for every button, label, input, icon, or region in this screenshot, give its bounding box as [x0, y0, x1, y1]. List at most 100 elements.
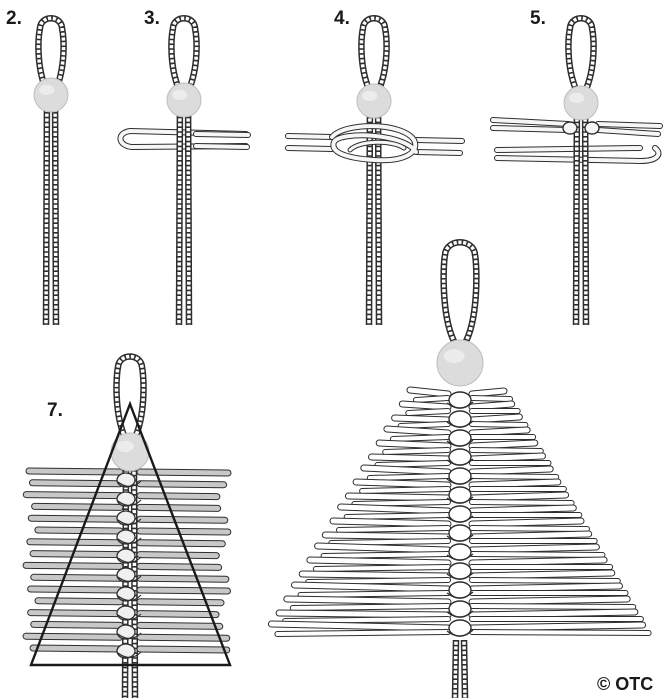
strand-fill — [140, 472, 228, 473]
strand-fill — [196, 146, 247, 147]
figure-step-3 — [120, 18, 248, 325]
strand-fill — [140, 649, 227, 650]
figure-step-4 — [288, 18, 462, 325]
strand-fill — [140, 637, 227, 638]
strand-fill — [285, 619, 448, 621]
strand-fill — [472, 573, 612, 576]
strand-fill — [140, 519, 225, 520]
bead-highlight — [117, 441, 134, 452]
strand-fill — [324, 554, 448, 556]
strand-fill — [316, 567, 448, 569]
strand-fill — [287, 599, 448, 602]
step-label-5: 5. — [530, 9, 546, 28]
strand-fill — [26, 495, 120, 496]
knot-segment — [117, 587, 135, 601]
cord-core — [444, 242, 477, 345]
knot-segment — [117, 606, 135, 620]
strand-fill — [33, 554, 120, 555]
knot-nub — [585, 122, 599, 134]
strand-fill — [140, 484, 224, 485]
strand-fill — [331, 541, 448, 543]
strand-fill — [140, 566, 219, 567]
step-label-4: 4. — [334, 9, 350, 28]
bead — [437, 340, 483, 386]
knot-segment — [117, 549, 135, 563]
knot-segment — [117, 568, 135, 582]
strand-fill — [140, 602, 221, 603]
bead-highlight — [39, 85, 54, 95]
strand-fill — [472, 606, 633, 607]
strand-fill — [472, 469, 550, 472]
strand-fill — [140, 625, 220, 626]
strand-fill — [31, 589, 120, 590]
strand-fill — [140, 555, 216, 556]
strand-fill — [598, 124, 660, 126]
strand-fill — [416, 152, 460, 153]
strand-fill — [308, 580, 448, 582]
strand-fill — [378, 463, 449, 465]
strand-fill — [26, 565, 120, 566]
knot-segment — [117, 530, 135, 544]
cord-core — [46, 88, 47, 325]
strand-fill — [354, 502, 448, 504]
strand-fill — [472, 430, 527, 433]
strand-fill — [401, 424, 448, 426]
strand-fill — [472, 528, 587, 529]
strand-fill — [408, 411, 448, 413]
strand-fill — [472, 625, 643, 628]
strand-fill — [472, 632, 649, 633]
strand-fill — [472, 534, 589, 537]
strand-fill — [472, 560, 604, 563]
strand-fill — [347, 515, 448, 517]
strand-fill — [38, 530, 120, 531]
strand-fill — [472, 404, 512, 407]
strand-fill — [277, 632, 448, 634]
cord-core — [188, 88, 189, 325]
strand-fill — [379, 443, 448, 446]
strand-fill — [333, 521, 448, 524]
strand-fill — [472, 508, 573, 511]
strand-fill — [472, 495, 566, 498]
strand-fill — [385, 450, 448, 452]
figure-finished-tree — [271, 242, 648, 698]
strand-fill — [472, 417, 519, 420]
strand-fill — [140, 507, 218, 508]
bead-highlight — [172, 90, 187, 100]
cord-core — [179, 88, 180, 325]
strand-fill — [472, 424, 525, 425]
strand-fill — [472, 586, 620, 589]
strand-fill — [370, 476, 448, 478]
strand-fill — [26, 636, 120, 637]
strand-fill — [416, 398, 448, 400]
strand-fill — [472, 547, 596, 550]
step-label-3: 3. — [144, 9, 160, 28]
strand-fill — [472, 612, 635, 615]
strand-fill — [140, 614, 216, 615]
knot-nub — [563, 122, 577, 134]
strand-fill — [293, 606, 448, 608]
strand-fill — [472, 398, 510, 399]
copyright-credit: © OTC — [597, 675, 653, 693]
strand-fill — [33, 648, 120, 649]
strand-fill — [310, 560, 448, 563]
strand-fill — [302, 574, 448, 576]
strand-fill — [34, 577, 120, 578]
strand-fill — [362, 489, 448, 491]
strand-fill — [395, 418, 448, 420]
bead-highlight — [444, 349, 465, 363]
strand-fill — [288, 136, 332, 137]
cord-core — [585, 88, 586, 325]
strand-fill — [372, 457, 449, 459]
strand-fill — [140, 590, 227, 591]
bead — [167, 83, 201, 117]
strand-fill — [31, 518, 120, 519]
strand-fill — [472, 599, 627, 602]
bead — [34, 78, 68, 112]
strand-fill — [472, 482, 558, 485]
knot-segment — [117, 625, 135, 639]
knot-segment — [117, 473, 135, 487]
strand-fill — [472, 391, 504, 394]
cord-core — [55, 88, 56, 325]
strand-fill — [472, 580, 618, 581]
figure-step-2 — [34, 18, 68, 325]
